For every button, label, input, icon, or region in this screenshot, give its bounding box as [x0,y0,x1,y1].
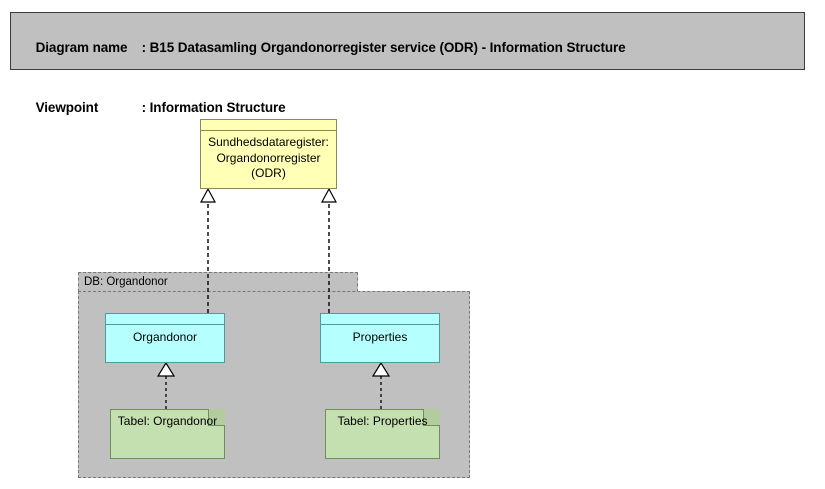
diagram-title-banner: Diagram name: B15 Datasamling Organdonor… [10,12,805,115]
node-organdonor-label: Organdonor [132,330,198,344]
node-organdonor[interactable]: Organdonor [105,313,225,363]
node-properties[interactable]: Properties [320,313,440,363]
node-tabel-organdonor[interactable]: Tabel: Organdonor [110,409,225,459]
node-properties-label: Properties [352,330,408,344]
folded-corner-icon [423,409,440,426]
diagram-name-value: B15 Datasamling Organdonorregister servi… [149,40,626,55]
node-odr-label: Sundhedsdataregister: Organdonorregister… [208,135,329,180]
node-tabel-organdonor-label: Tabel: Organdonor [117,414,218,428]
node-tabel-properties-label: Tabel: Properties [337,414,428,428]
folded-corner-icon [208,409,225,426]
viewpoint-label: Viewpoint [35,100,99,115]
diagram-name-line: Diagram name: B15 Datasamling Organdonor… [21,18,804,78]
node-odr[interactable]: Sundhedsdataregister: Organdonorregister… [200,119,337,189]
node-odr-compartment-bar [201,120,336,131]
node-properties-compartment-bar [321,314,439,325]
node-organdonor-compartment-bar [106,314,224,325]
viewpoint-line: Viewpoint: Information Structure [21,78,804,138]
group-label: DB: Organdonor [84,276,168,288]
group-header-tab [78,272,358,292]
diagram-name-separator: : [141,40,150,55]
viewpoint-separator: : [141,100,150,115]
node-tabel-properties[interactable]: Tabel: Properties [325,409,440,459]
viewpoint-value: Information Structure [149,100,286,115]
diagram-name-label: Diagram name [35,40,128,55]
